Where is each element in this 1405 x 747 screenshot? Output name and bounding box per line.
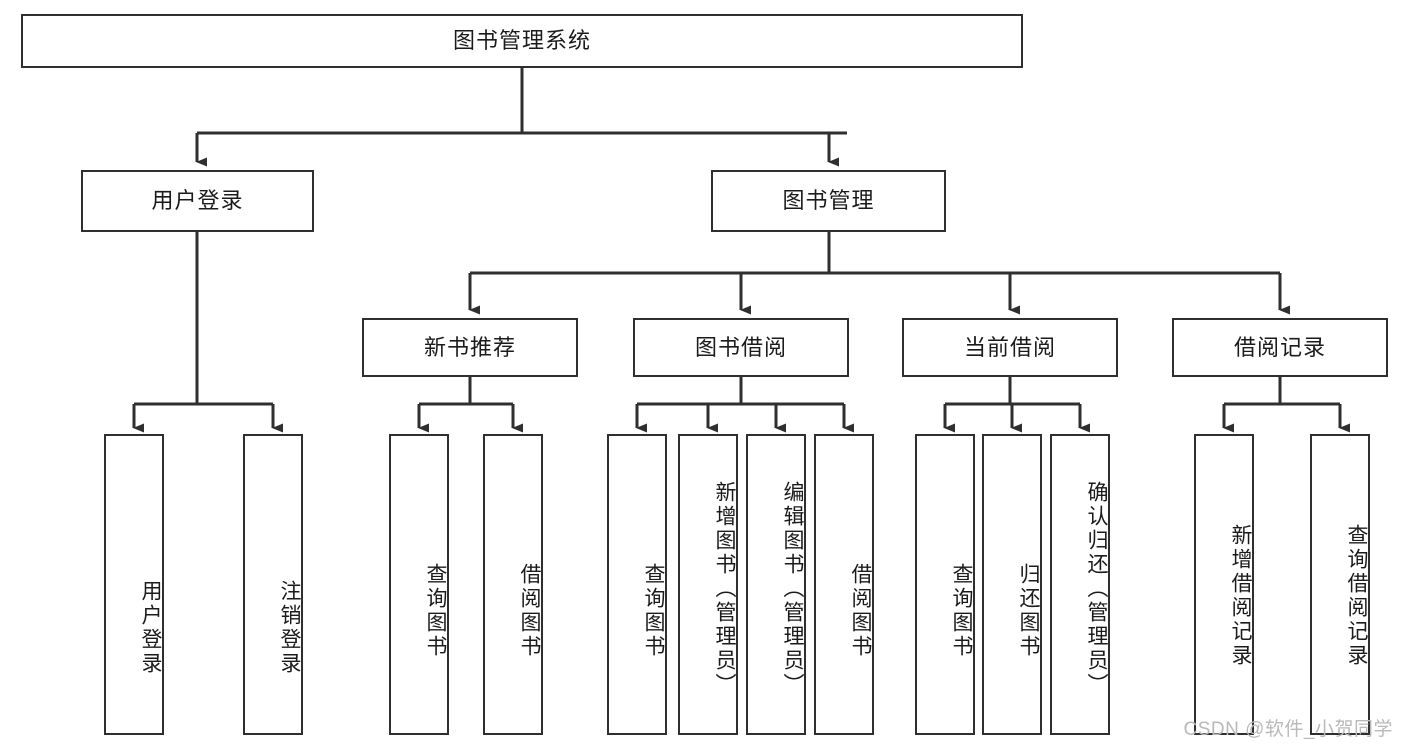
node-leaf-add-book-admin-label: 新增图书（管理员） [713, 480, 736, 697]
node-borrow-records-label: 借阅记录 [1233, 334, 1326, 360]
node-leaf-add-borrow-record-label: 新增借阅记录 [1229, 523, 1252, 668]
node-leaf-add-borrow-record[interactable]: 新增借阅记录 [1194, 434, 1254, 735]
node-root[interactable]: 图书管理系统 [21, 14, 1023, 68]
node-leaf-query-book-borrow-label: 查询图书 [642, 562, 665, 659]
node-leaf-borrow-book-label: 借阅图书 [849, 562, 872, 659]
node-new-book-recommend-label: 新书推荐 [423, 334, 516, 360]
node-leaf-logout-label: 注销登录 [278, 579, 301, 676]
node-leaf-query-book-recommend[interactable]: 查询图书 [389, 434, 449, 735]
node-leaf-add-book-admin[interactable]: 新增图书（管理员） [678, 434, 738, 735]
node-book-management[interactable]: 图书管理 [711, 170, 946, 232]
node-user-login-label: 用户登录 [151, 188, 244, 214]
node-leaf-user-login[interactable]: 用户登录 [104, 434, 164, 735]
node-leaf-query-borrow-record[interactable]: 查询借阅记录 [1310, 434, 1370, 735]
node-leaf-query-book-recommend-label: 查询图书 [424, 562, 447, 659]
node-book-management-label: 图书管理 [782, 188, 875, 214]
node-leaf-edit-book-admin-label: 编辑图书（管理员） [781, 480, 804, 697]
node-borrow-records[interactable]: 借阅记录 [1172, 318, 1388, 377]
node-leaf-confirm-return-admin-label: 确认归还（管理员） [1085, 480, 1108, 697]
node-leaf-query-book-borrow[interactable]: 查询图书 [607, 434, 667, 735]
node-leaf-confirm-return-admin[interactable]: 确认归还（管理员） [1050, 434, 1110, 735]
node-leaf-return-book-label: 归还图书 [1017, 562, 1040, 659]
node-leaf-logout[interactable]: 注销登录 [243, 434, 303, 735]
csdn-watermark: CSDN @软件_小贺同学 [1183, 719, 1393, 740]
node-leaf-borrow-book-recommend-label: 借阅图书 [518, 562, 541, 659]
node-leaf-borrow-book[interactable]: 借阅图书 [814, 434, 874, 735]
node-root-label: 图书管理系统 [452, 28, 591, 54]
node-leaf-user-login-label: 用户登录 [139, 579, 162, 676]
node-book-borrow-label: 图书借阅 [694, 334, 787, 360]
node-leaf-query-book-current-label: 查询图书 [950, 562, 973, 659]
node-leaf-query-book-current[interactable]: 查询图书 [915, 434, 975, 735]
node-book-borrow[interactable]: 图书借阅 [633, 318, 849, 377]
node-leaf-return-book[interactable]: 归还图书 [982, 434, 1042, 735]
node-current-borrow-label: 当前借阅 [963, 334, 1056, 360]
node-leaf-borrow-book-recommend[interactable]: 借阅图书 [483, 434, 543, 735]
node-current-borrow[interactable]: 当前借阅 [902, 318, 1118, 377]
node-new-book-recommend[interactable]: 新书推荐 [362, 318, 578, 377]
node-user-login[interactable]: 用户登录 [81, 170, 314, 232]
node-leaf-query-borrow-record-label: 查询借阅记录 [1345, 523, 1368, 668]
node-leaf-edit-book-admin[interactable]: 编辑图书（管理员） [746, 434, 806, 735]
